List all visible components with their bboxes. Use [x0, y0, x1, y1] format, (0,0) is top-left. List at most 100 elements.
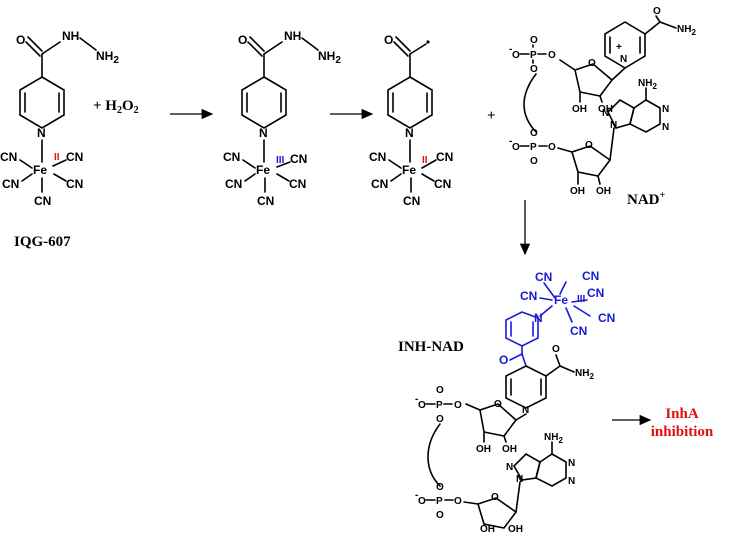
svg-text:O: O: [585, 140, 593, 151]
svg-text:OH: OH: [502, 444, 517, 455]
svg-text:N: N: [610, 120, 617, 131]
ligand-cn: CN: [66, 150, 83, 164]
label-nad: NAD+: [627, 190, 666, 208]
svg-text:CN: CN: [371, 177, 388, 191]
svg-text:Fe: Fe: [554, 293, 568, 307]
nad-structure: N + O NH2 O OH OH O P O - O O O P O - O: [509, 6, 696, 197]
svg-text:N: N: [620, 54, 627, 65]
oxidation-state-iii: III: [276, 155, 285, 166]
svg-text:O: O: [548, 142, 556, 153]
svg-text:NH2: NH2: [318, 49, 341, 66]
label-inhibition: inhibition: [651, 424, 714, 440]
ligand-cn: CN: [0, 150, 17, 164]
svg-text:O: O: [530, 64, 538, 75]
svg-text:O: O: [499, 353, 508, 367]
svg-text:OH: OH: [480, 524, 495, 534]
atom-nh2: NH2: [96, 49, 119, 66]
plus-sign: +: [487, 108, 496, 124]
svg-text:N: N: [662, 122, 669, 133]
svg-text:NH2: NH2: [575, 368, 594, 381]
label-inha: InhA: [665, 406, 699, 422]
svg-text:OH: OH: [570, 186, 585, 197]
atom-n-pyridine: N: [37, 126, 46, 140]
reagent-h2o2: + H2O2: [93, 98, 139, 116]
svg-text:O: O: [436, 482, 444, 493]
svg-text:OH: OH: [476, 444, 491, 455]
svg-text:O: O: [530, 35, 538, 46]
svg-text:O: O: [384, 33, 393, 47]
svg-text:O: O: [494, 399, 502, 410]
svg-text:N: N: [259, 126, 268, 140]
svg-text:O: O: [512, 50, 520, 61]
svg-text:Fe: Fe: [402, 163, 416, 177]
svg-text:CN: CN: [520, 289, 537, 303]
svg-text:NH2: NH2: [544, 432, 563, 445]
svg-text:O: O: [530, 156, 538, 167]
svg-text:O: O: [436, 414, 444, 425]
svg-text:N: N: [522, 405, 529, 416]
svg-text:OH: OH: [596, 186, 611, 197]
svg-text:CN: CN: [403, 194, 420, 208]
ligand-cn: CN: [2, 177, 19, 191]
svg-text:-: -: [509, 136, 512, 147]
svg-text:P: P: [436, 496, 443, 507]
svg-text:O: O: [653, 6, 661, 17]
svg-text:N: N: [506, 462, 513, 473]
svg-text:CN: CN: [598, 311, 615, 325]
svg-text:-: -: [415, 394, 418, 405]
svg-text:CN: CN: [369, 150, 386, 164]
svg-text:OH: OH: [572, 104, 587, 115]
atom-fe: Fe: [33, 163, 47, 177]
svg-text:CN: CN: [225, 177, 242, 191]
svg-text:N: N: [405, 126, 414, 140]
iqg607-structure: O NH NH2 N Fe II CN CN CN CN CN: [0, 29, 119, 208]
svg-text:O: O: [491, 492, 499, 503]
svg-text:NH2: NH2: [677, 24, 696, 37]
svg-text:CN: CN: [290, 152, 307, 166]
svg-text:N: N: [516, 474, 523, 485]
svg-text:O: O: [418, 400, 426, 411]
svg-text:III: III: [577, 294, 586, 305]
atom-o: O: [16, 33, 25, 47]
acyl-radical-structure: O N Fe II CN CN CN CN CN: [369, 33, 453, 208]
svg-text:CN: CN: [436, 150, 453, 164]
oxidation-state-ii: II: [54, 152, 60, 163]
svg-text:CN: CN: [587, 286, 604, 300]
svg-text:CN: CN: [570, 324, 587, 338]
svg-text:N: N: [568, 458, 575, 469]
svg-text:-: -: [509, 44, 512, 55]
svg-text:P: P: [530, 50, 537, 61]
svg-text:NH: NH: [284, 29, 301, 43]
svg-text:-: -: [415, 490, 418, 501]
svg-text:Fe: Fe: [256, 163, 270, 177]
label-iqg607: IQG-607: [14, 234, 71, 250]
svg-text:O: O: [454, 496, 462, 507]
label-inh-nad: INH-NAD: [398, 339, 464, 355]
svg-text:O: O: [588, 58, 596, 69]
svg-text:O: O: [552, 344, 560, 355]
ligand-cn: CN: [34, 194, 51, 208]
charge-plus: +: [616, 42, 622, 53]
svg-text:OH: OH: [598, 104, 613, 115]
svg-text:CN: CN: [535, 270, 552, 284]
svg-text:P: P: [530, 142, 537, 153]
atom-nh: NH: [62, 29, 79, 43]
svg-text:N: N: [662, 104, 669, 115]
svg-text:II: II: [422, 155, 428, 166]
fe3-complex-structure: O NH NH2 N Fe III CN CN CN CN CN: [223, 29, 341, 208]
inh-nad-structure: Fe CN CN III CN CN CN CN N O N O NH2: [415, 269, 615, 534]
svg-text:CN: CN: [434, 177, 451, 191]
svg-text:P: P: [436, 400, 443, 411]
svg-text:O: O: [548, 50, 556, 61]
svg-text:NH2: NH2: [638, 78, 657, 91]
svg-text:N: N: [568, 476, 575, 487]
svg-text:OH: OH: [508, 524, 523, 534]
svg-text:CN: CN: [582, 269, 599, 283]
svg-text:O: O: [512, 142, 520, 153]
svg-text:CN: CN: [289, 177, 306, 191]
svg-text:O: O: [530, 128, 538, 139]
svg-text:O: O: [238, 33, 247, 47]
ligand-cn: CN: [66, 177, 83, 191]
